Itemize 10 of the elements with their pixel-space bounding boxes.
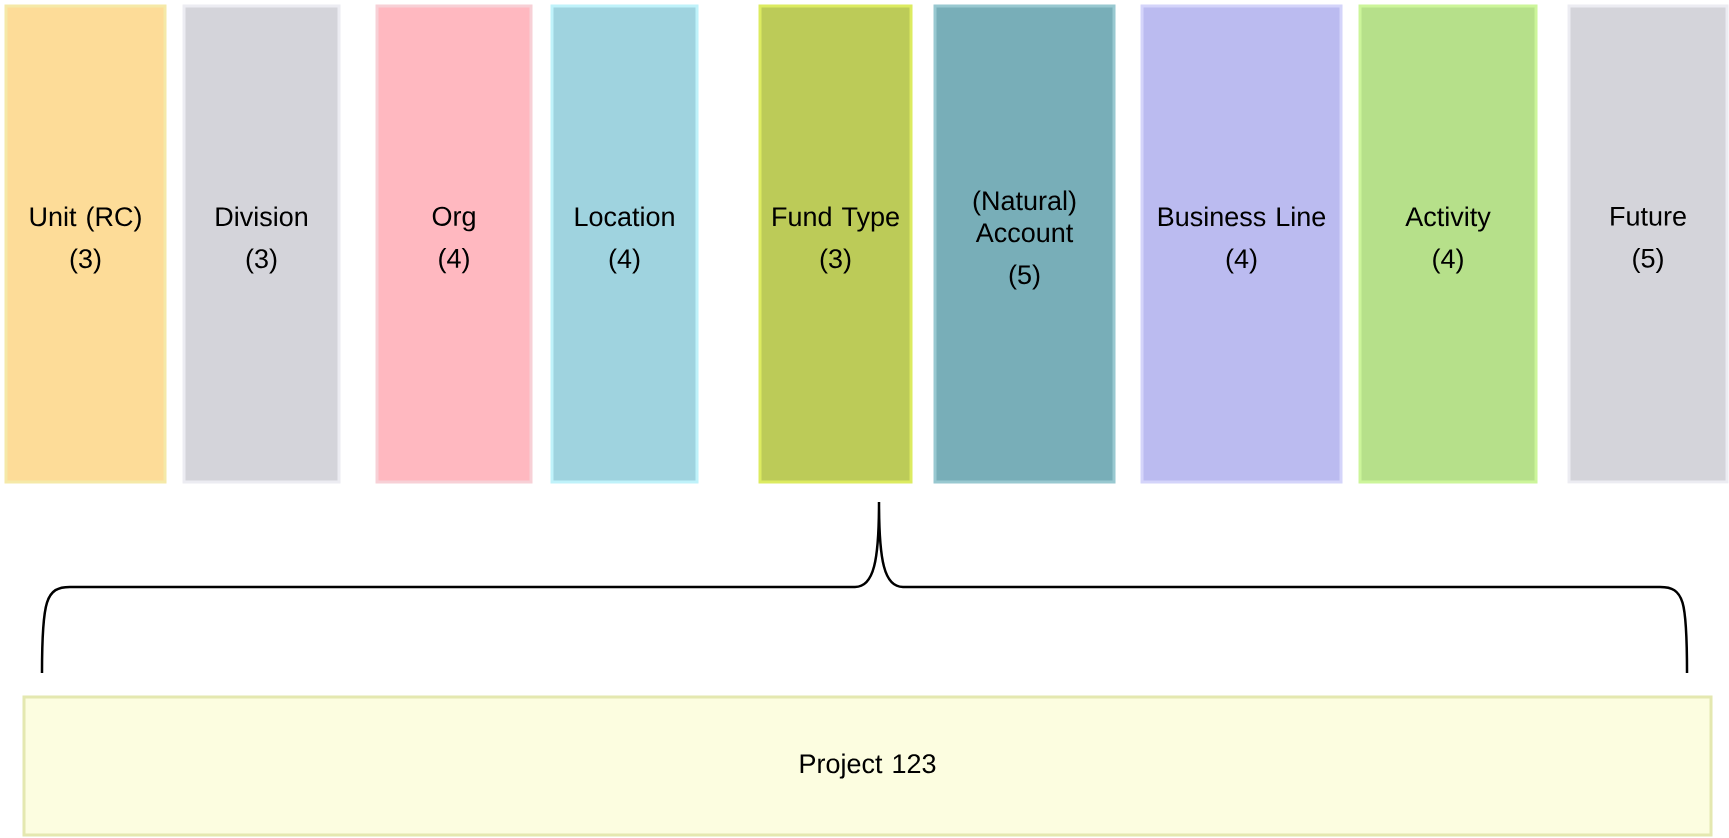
field-box: Project 123 (22, 695, 1713, 837)
field-box: Business Line (4) (1140, 4, 1343, 484)
field-box: Fund Type (3) (758, 4, 913, 484)
field-box: Future (5) (1567, 4, 1729, 484)
field-box: Org (4) (375, 4, 533, 484)
field-box: (Natural) Account (5) (933, 4, 1116, 484)
field-box: Location (4) (550, 4, 699, 484)
field-box: Activity (4) (1358, 4, 1538, 484)
field-box: Unit (RC) (3) (4, 4, 167, 484)
field-box: Division (3) (182, 4, 341, 484)
